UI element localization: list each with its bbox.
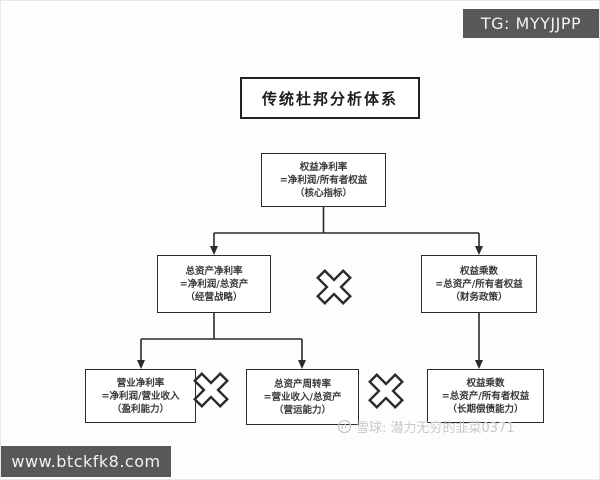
watermark: 雪球: 潜力无穷的韭菜0371 <box>337 417 515 436</box>
node-return-on-total-assets: 总资产净利率 =净利润/总资产 （经营战略） <box>157 255 271 313</box>
node-note: （财务政策） <box>450 291 508 303</box>
node-label: 总资产净利率 <box>185 265 243 277</box>
node-formula: =总资产/所有者权益 <box>441 390 530 402</box>
node-total-asset-turnover: 总资产周转率 =营业收入/总资产 （营运能力） <box>246 369 359 425</box>
node-note: （长期偿债能力） <box>447 403 524 415</box>
node-label: 总资产周转率 <box>273 378 331 390</box>
node-equity-multiplier-financial: 权益乘数 =总资产/所有者权益 （财务政策） <box>421 255 537 313</box>
multiply-icon <box>193 372 229 408</box>
node-label: 营业净利率 <box>116 377 165 389</box>
node-formula: =净利润/总资产 <box>179 278 249 290</box>
telegram-badge: TG: MYYJJPP <box>463 9 599 38</box>
node-label: 权益乘数 <box>459 265 498 277</box>
node-equity-multiplier-solvency: 权益乘数 =总资产/所有者权益 （长期偿债能力） <box>427 369 544 423</box>
node-formula: =营业收入/总资产 <box>263 391 342 403</box>
multiply-icon <box>368 373 404 409</box>
node-net-profit-margin: 营业净利率 =净利润/营业收入 （盈利能力） <box>85 369 196 423</box>
website-badge: www.btckfk8.com <box>1 446 171 477</box>
watermark-text: 雪球: 潜力无穷的韭菜0371 <box>356 421 515 436</box>
snowball-logo-icon <box>337 419 352 434</box>
node-return-on-equity: 权益净利率 =净利润/所有者权益 （核心指标） <box>261 153 386 207</box>
node-formula: =净利润/所有者权益 <box>279 174 368 186</box>
node-note: （营运能力） <box>273 404 331 416</box>
node-label: 权益净利率 <box>299 161 348 173</box>
diagram-title: 传统杜邦分析体系 <box>240 77 420 119</box>
node-formula: =净利润/营业收入 <box>101 390 180 402</box>
multiply-icon <box>316 269 352 305</box>
node-note: （经营战略） <box>185 291 243 303</box>
node-note: （盈利能力） <box>111 403 169 415</box>
node-note: （核心指标） <box>294 187 352 199</box>
node-formula: =总资产/所有者权益 <box>435 278 523 290</box>
node-label: 权益乘数 <box>466 377 505 389</box>
